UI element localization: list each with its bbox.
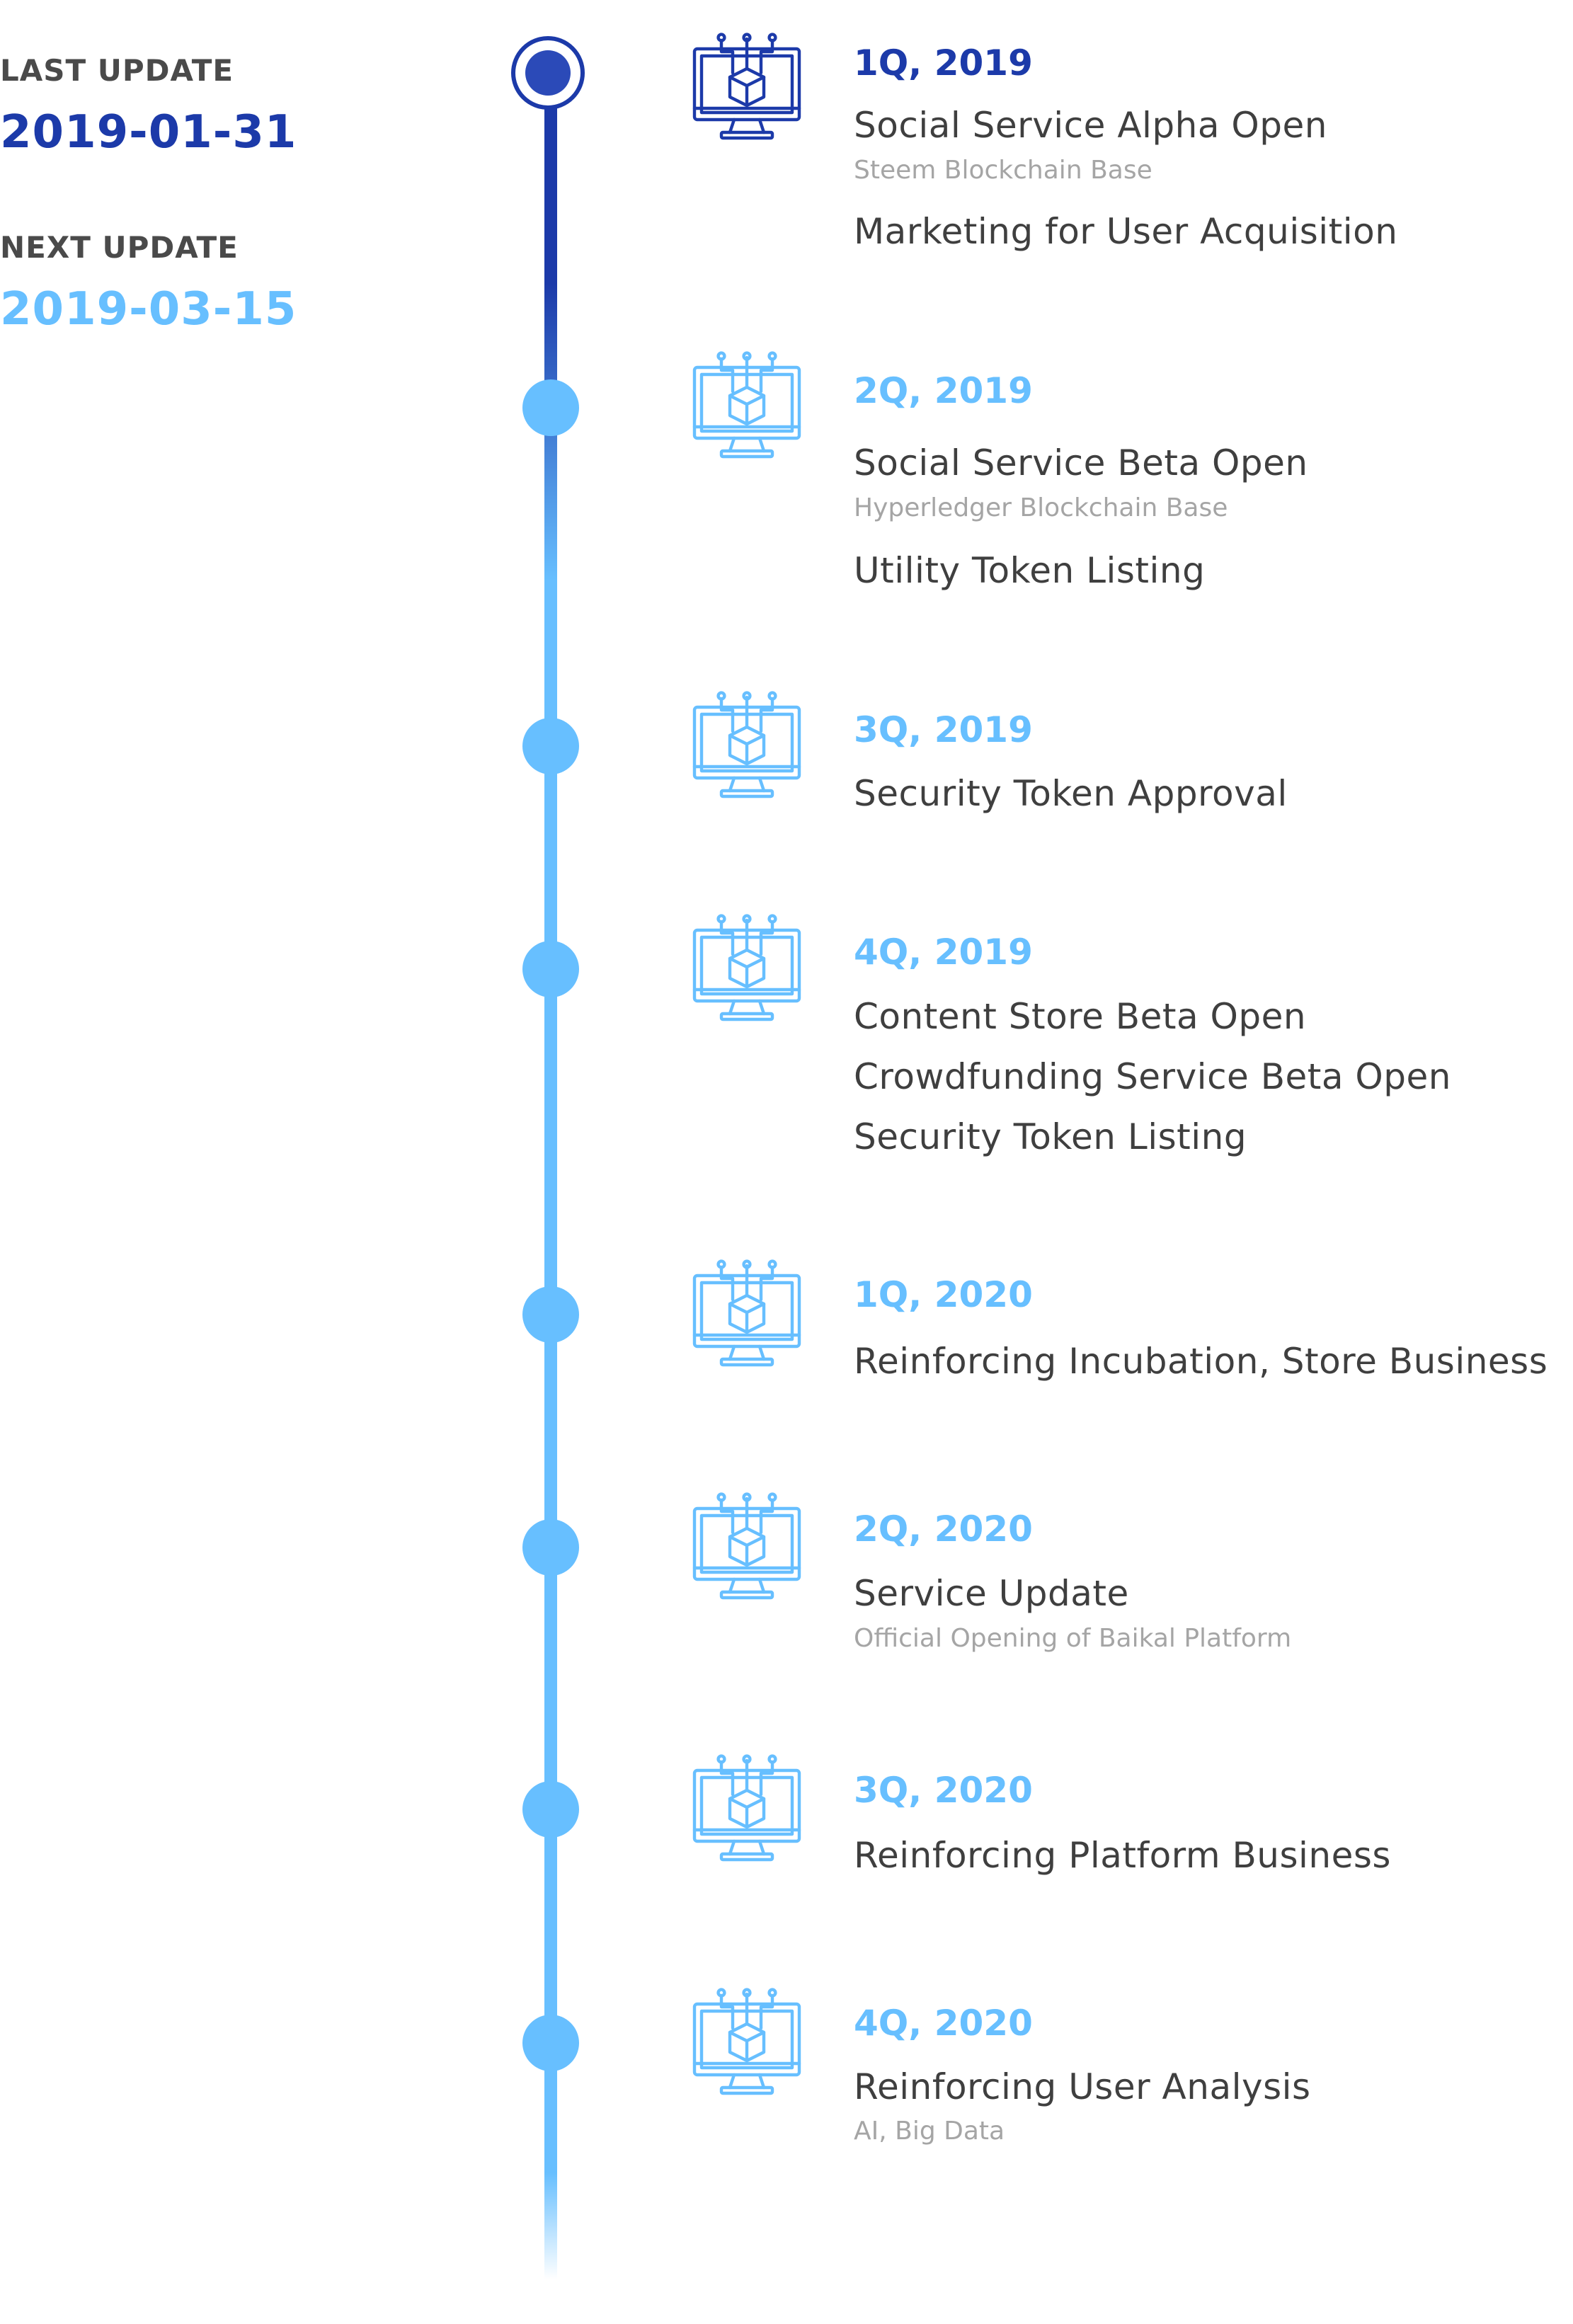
milestone-quarter: 3Q, 2020 bbox=[854, 1770, 1033, 1811]
milestone-item: Content Store Beta Open bbox=[854, 996, 1307, 1037]
milestone-item: Security Token Listing bbox=[854, 1116, 1247, 1157]
next-update-date: 2019-03-15 bbox=[0, 283, 297, 336]
milestone-item: Security Token Approval bbox=[854, 773, 1288, 814]
milestone-item: Marketing for User Acquisition bbox=[854, 211, 1398, 252]
timeline-node-current bbox=[511, 36, 585, 110]
milestone-quarter: 4Q, 2020 bbox=[854, 2003, 1033, 2044]
milestone-item: Reinforcing User Analysis bbox=[854, 2066, 1311, 2107]
timeline-node bbox=[522, 941, 579, 997]
timeline-node bbox=[522, 1519, 579, 1576]
monitor-blockchain-cube-icon bbox=[692, 691, 801, 798]
timeline-node bbox=[522, 1286, 579, 1343]
timeline-node bbox=[522, 718, 579, 774]
monitor-blockchain-cube-icon bbox=[692, 351, 801, 459]
milestone-item-sub: Official Opening of Baikal Platform bbox=[854, 1624, 1292, 1653]
monitor-blockchain-cube-icon bbox=[692, 33, 801, 140]
milestone-quarter: 2Q, 2019 bbox=[854, 370, 1033, 411]
milestone-quarter: 4Q, 2019 bbox=[854, 932, 1033, 973]
milestone-quarter: 1Q, 2020 bbox=[854, 1274, 1033, 1315]
milestone-item-sub: AI, Big Data bbox=[854, 2117, 1005, 2146]
milestone-item: Social Service Beta Open bbox=[854, 442, 1308, 483]
monitor-blockchain-cube-icon bbox=[692, 1259, 801, 1367]
next-update-label: NEXT UPDATE bbox=[0, 230, 239, 265]
milestone-item-sub: Hyperledger Blockchain Base bbox=[854, 493, 1228, 522]
milestone-quarter: 1Q, 2019 bbox=[854, 42, 1033, 84]
milestone-item: Service Update bbox=[854, 1573, 1129, 1614]
milestone-item: Reinforcing Incubation, Store Business bbox=[854, 1341, 1548, 1382]
milestone-item: Utility Token Listing bbox=[854, 550, 1206, 591]
milestone-quarter: 3Q, 2019 bbox=[854, 709, 1033, 750]
timeline-node bbox=[522, 2015, 579, 2071]
milestone-item: Reinforcing Platform Business bbox=[854, 1835, 1391, 1876]
monitor-blockchain-cube-icon bbox=[692, 1754, 801, 1862]
timeline-node bbox=[522, 1781, 579, 1838]
monitor-blockchain-cube-icon bbox=[692, 914, 801, 1021]
milestone-quarter: 2Q, 2020 bbox=[854, 1509, 1033, 1550]
milestone-item: Social Service Alpha Open bbox=[854, 105, 1327, 146]
milestone-item: Crowdfunding Service Beta Open bbox=[854, 1056, 1451, 1097]
monitor-blockchain-cube-icon bbox=[692, 1492, 801, 1600]
last-update-date: 2019-01-31 bbox=[0, 106, 297, 159]
timeline-line bbox=[544, 85, 557, 2279]
timeline-node bbox=[522, 379, 579, 436]
last-update-label: LAST UPDATE bbox=[0, 53, 234, 88]
monitor-blockchain-cube-icon bbox=[692, 1988, 801, 2095]
milestone-item-sub: Steem Blockchain Base bbox=[854, 156, 1152, 185]
